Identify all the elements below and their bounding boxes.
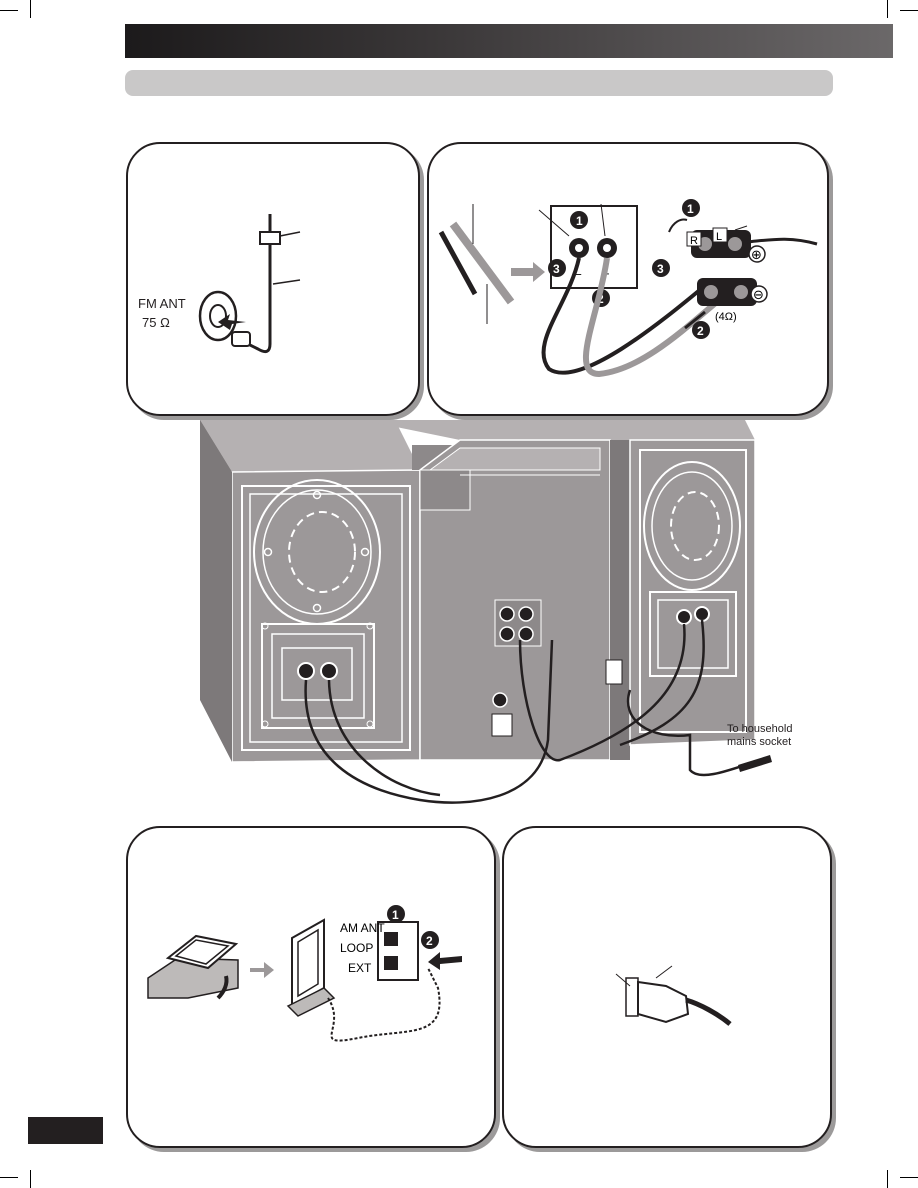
am-step-badge-2: 2 bbox=[421, 931, 439, 949]
crop-mark bbox=[30, 0, 31, 18]
svg-text:3: 3 bbox=[553, 262, 560, 276]
fm-antenna-panel: FM ANT 75 Ω bbox=[126, 142, 420, 416]
mains-socket-label: To household mains socket bbox=[727, 723, 792, 749]
mains-label-line-2: mains socket bbox=[727, 736, 792, 748]
mains-label-line-1: To household bbox=[727, 723, 793, 735]
svg-text:3: 3 bbox=[657, 262, 664, 276]
rear-speaker-terminals bbox=[494, 599, 542, 647]
am-antenna-diagram: AM ANT LOOP EXT 1 2 bbox=[147, 905, 462, 1042]
minus-sign: – bbox=[574, 266, 582, 281]
terminal-r-label: R bbox=[690, 235, 698, 247]
rear-fm-jack bbox=[492, 692, 508, 708]
svg-text:2: 2 bbox=[697, 324, 704, 338]
rear-ac-inlet bbox=[605, 659, 623, 685]
step-badge-1a: 1 bbox=[570, 211, 588, 229]
speaker-connection-diagram: – + 1 3 2 R L ⊕ ⊖ 1 3 2 (4Ω) bbox=[438, 199, 818, 378]
page-number-tab bbox=[28, 1117, 103, 1144]
terminal-l-label: L bbox=[716, 231, 722, 243]
fm-ant-label: FM ANT bbox=[138, 296, 186, 311]
crop-mark bbox=[887, 1170, 888, 1188]
ac-plug-diagram bbox=[615, 965, 732, 1026]
ext-label: EXT bbox=[348, 961, 372, 975]
left-speaker bbox=[200, 420, 421, 763]
am-antenna-panel: AM ANT LOOP EXT 1 2 bbox=[126, 826, 496, 1148]
subsection-bar bbox=[125, 70, 833, 96]
speaker-cables bbox=[304, 619, 761, 804]
am-ant-label: AM ANT bbox=[340, 921, 385, 935]
svg-text:2: 2 bbox=[426, 934, 433, 948]
am-step-badge-1: 1 bbox=[387, 905, 405, 923]
fm-antenna-diagram: FM ANT 75 Ω bbox=[138, 214, 301, 354]
section-header-bar bbox=[125, 24, 893, 58]
svg-text:1: 1 bbox=[392, 908, 399, 922]
crop-mark bbox=[0, 10, 18, 11]
crop-mark bbox=[30, 1170, 31, 1188]
minus-symbol: ⊖ bbox=[753, 287, 764, 302]
crop-mark bbox=[0, 1177, 18, 1178]
crop-mark bbox=[900, 10, 918, 11]
step-badge-1b: 1 bbox=[682, 199, 700, 217]
svg-text:1: 1 bbox=[687, 202, 694, 216]
plus-symbol: ⊕ bbox=[751, 247, 762, 262]
step-badge-3b: 3 bbox=[652, 259, 670, 277]
crop-mark bbox=[887, 0, 888, 18]
impedance-label: (4Ω) bbox=[715, 311, 737, 323]
loop-label: LOOP bbox=[340, 941, 373, 955]
fm-ohm-label: 75 Ω bbox=[142, 315, 170, 330]
mains-plug-arrow bbox=[738, 755, 772, 772]
step-badge-2b: 2 bbox=[692, 321, 710, 339]
rear-am-terminal bbox=[491, 713, 513, 737]
ac-power-panel bbox=[502, 826, 832, 1148]
speaker-connection-panel: – + 1 3 2 R L ⊕ ⊖ 1 3 2 (4Ω) bbox=[427, 142, 829, 416]
svg-text:1: 1 bbox=[576, 214, 583, 228]
crop-mark bbox=[900, 1177, 918, 1178]
step-badge-3a: 3 bbox=[548, 259, 566, 277]
